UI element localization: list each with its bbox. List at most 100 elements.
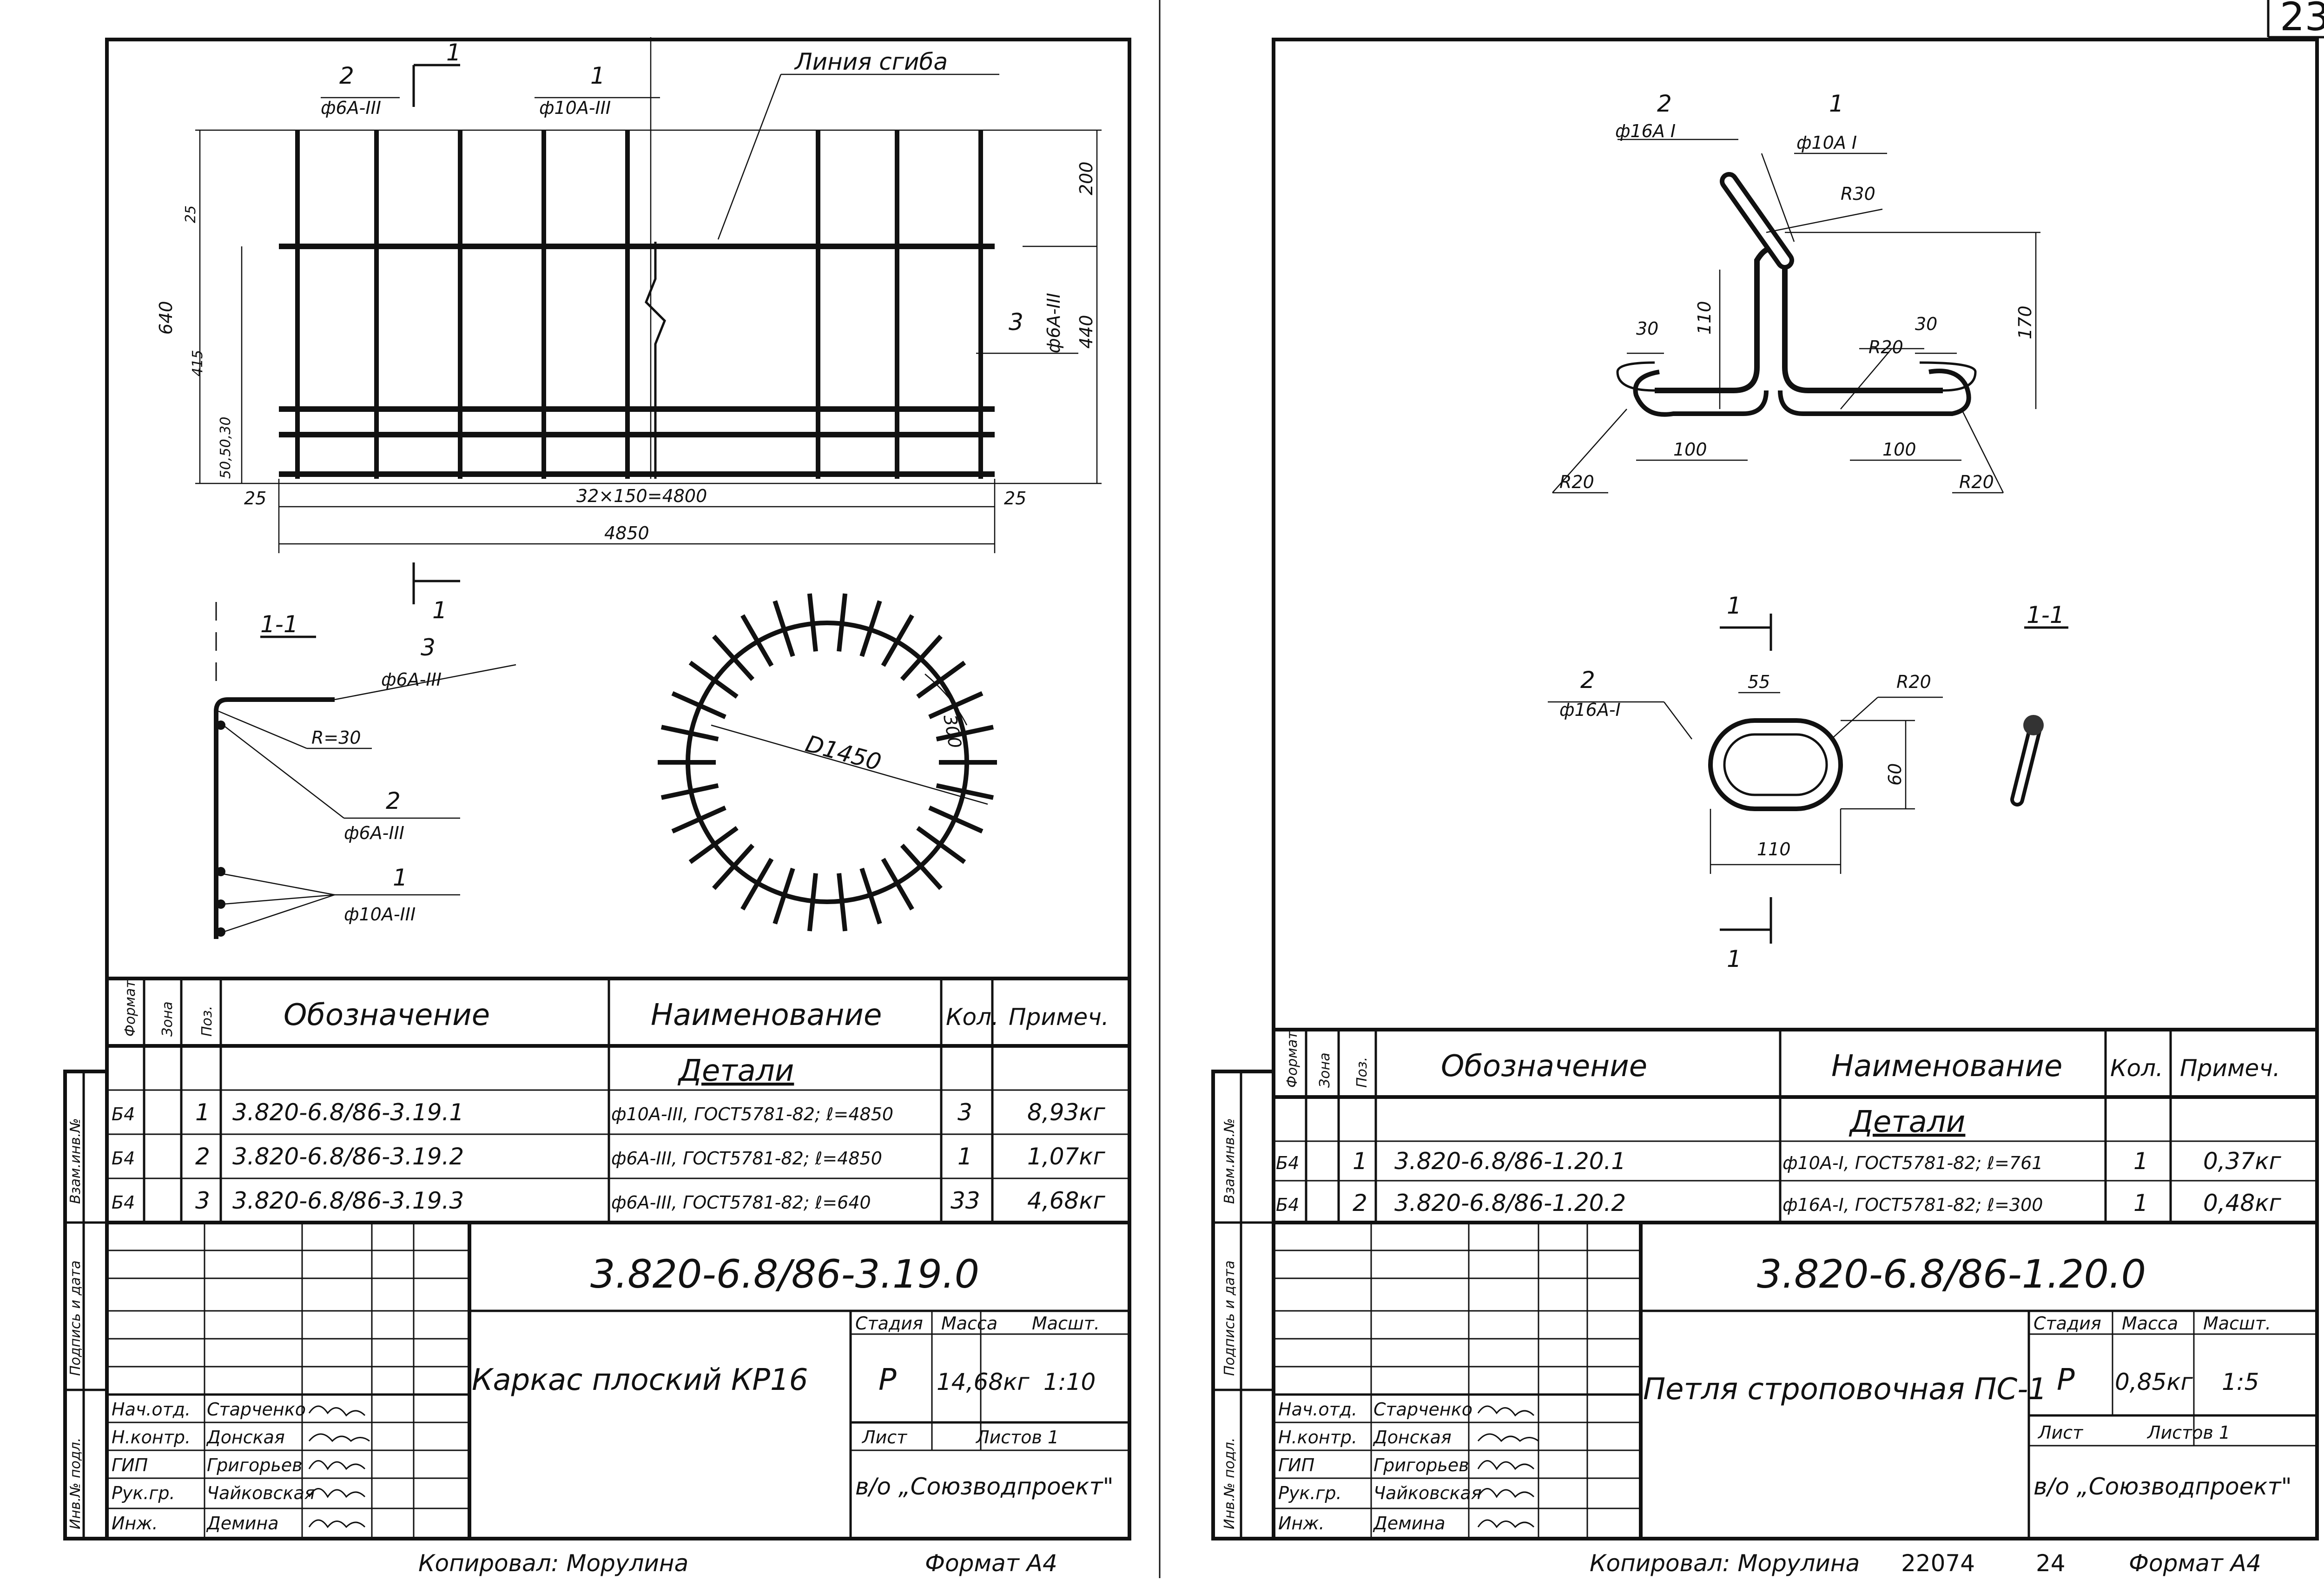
r-staff-role-3: ГИП (1278, 1455, 1314, 1475)
ring-spoke (900, 844, 943, 890)
r-row2-designation: 3.820-6.8/86-1.20.2 (1394, 1190, 1626, 1216)
r-row2-note: 0,48кг (2203, 1190, 2282, 1216)
r-side-label-1: Взам.инв.№ (1221, 1118, 1238, 1204)
row3-designation: 3.820-6.8/86-3.19.3 (232, 1187, 464, 1214)
loop-w100-right: 100 (1882, 439, 1916, 460)
staff-role-1: Нач.отд. (112, 1399, 191, 1420)
callout-pos-3: 3 (1009, 309, 1023, 336)
scale-label: Масшт. (1032, 1313, 1100, 1334)
mass-value: 14,68кг (937, 1368, 1030, 1395)
loop-h170: 170 (2015, 305, 2035, 339)
r-scale-value: 1:5 (2222, 1368, 2259, 1395)
ring-spoke (859, 867, 882, 925)
r-row2-name: ф16А-I, ГОСТ5781-82; ℓ=300 (1783, 1195, 2043, 1215)
dim-25-right: 25 (1004, 488, 1026, 509)
row2-format: Б4 (112, 1148, 135, 1169)
dim-440: 440 (1076, 315, 1096, 349)
ring-callout-spec: ф16А-I (1559, 700, 1621, 720)
staff-name-2: Донская (206, 1427, 285, 1448)
r-hdr-format: Формат (1284, 1031, 1301, 1088)
section-mark-top: 1 (446, 39, 461, 66)
ring-spoke (859, 600, 882, 657)
r-row1-name: ф10А-I, ГОСТ5781-82; ℓ=761 (1783, 1153, 2043, 1173)
right-copied-by: Копировал: Морулина (1590, 1550, 1860, 1577)
row2-note: 1,07кг (1027, 1143, 1106, 1170)
hdr-name: Наименование (651, 998, 882, 1032)
right-section-label: 1-1 (2027, 602, 2065, 628)
staff-name-4: Чайковская (207, 1483, 315, 1503)
ring-w55: 55 (1748, 672, 1770, 692)
left-ring-view: D1450 300 (658, 593, 997, 932)
r-sheets-label: Листов 1 (2146, 1422, 2230, 1443)
ring-detail: 1 1 2 ф16А-I 55 R20 60 110 (1548, 592, 1943, 972)
sheet-label: Лист (861, 1427, 908, 1448)
section-mark-bottom: 1 (432, 597, 447, 624)
loop-r20-mid: R20 (1868, 337, 1903, 357)
left-spec-table: Формат Зона Поз. Обозначение Наименовани… (107, 977, 1129, 1224)
staff-role-2: Н.контр. (112, 1427, 191, 1448)
arc-dim (924, 674, 968, 726)
left-copied-by: Копировал: Морулина (418, 1550, 688, 1577)
r-row1-format: Б4 (1276, 1153, 1299, 1173)
stage-label: Стадия (855, 1313, 923, 1334)
left-title: Каркас плоский КР16 (472, 1363, 808, 1397)
ring-spoke (671, 806, 726, 834)
ring-spokes (658, 593, 997, 932)
dim-step: 32×150=4800 (576, 486, 707, 506)
ring-spoke (772, 600, 795, 657)
loop-elevation: 2 ф16А I 1 ф10А I R30 30 30 110 170 R20 … (1552, 90, 2040, 494)
r-row2-pos: 2 (1353, 1190, 1367, 1216)
row1-pos: 1 (195, 1099, 210, 1126)
r-side-label-3: Инв.№ подл. (1221, 1438, 1238, 1529)
loop-r30: R30 (1841, 184, 1875, 204)
left-sheet: Линия сгиба 2 ф6А-III 1 ф10А-III 3 ф6А-I… (63, 37, 1131, 1577)
left-section-1-1: 1-1 3 ф6А-III R=30 2 ф6А-III 1 ф10А-III (214, 602, 516, 939)
ring-spoke (936, 725, 994, 741)
ring-spoke (671, 691, 726, 719)
r-staff-role-2: Н.контр. (1278, 1427, 1357, 1448)
section-callout-spec-2: ф6А-III (344, 823, 404, 843)
r-staff-name-3: Григорьев (1373, 1455, 1469, 1475)
left-side-stamp: Взам.инв.№ Подпись и дата Инв.№ подл. (63, 1070, 109, 1540)
ring-spoke (916, 826, 966, 864)
ring-spoke (712, 635, 755, 681)
hdr-format: Формат (122, 979, 139, 1037)
loop-callout-spec-2: ф16А I (1615, 121, 1676, 141)
r-mass-label: Масса (2122, 1313, 2178, 1334)
bend-line-leader (717, 74, 782, 240)
r-mass-value: 0,85кг (2115, 1368, 2193, 1395)
right-title-block: 3.820-6.8/86-1.20.0 Петля строповочная П… (1274, 1223, 2317, 1539)
sheet-number: 24 (2036, 1550, 2066, 1577)
loop-w30-right: 30 (1915, 314, 1937, 334)
row3-qty: 33 (951, 1187, 980, 1214)
side-label-2: Подпись и дата (67, 1261, 84, 1376)
section-callout-spec-1: ф10А-III (344, 904, 416, 925)
ring-spoke (928, 691, 984, 719)
row1-designation: 3.820-6.8/86-3.19.1 (232, 1099, 464, 1126)
r-staff-name-4: Чайковская (1373, 1483, 1482, 1503)
r-hdr-qty: Кол. (2110, 1055, 2163, 1082)
r-section-row-details: Детали (1849, 1105, 1965, 1139)
row3-pos: 3 (195, 1187, 210, 1214)
bend-line-label: Линия сгиба (794, 48, 948, 75)
left-cage-plan: Линия сгиба 2 ф6А-III 1 ф10А-III 3 ф6А-I… (156, 37, 1102, 624)
r-hdr-designation: Обозначение (1441, 1049, 1647, 1084)
dim-415: 415 (190, 350, 206, 377)
row2-pos: 2 (195, 1143, 210, 1170)
scale-value: 1:10 (1043, 1368, 1096, 1395)
side-label-1: Взам.инв.№ (67, 1118, 84, 1204)
section-callout-spec-3: ф6А-III (381, 669, 442, 690)
callout-spec-3: ф6А-III (1043, 293, 1064, 353)
dim-small-gaps: 50,50,30 (218, 416, 234, 479)
callout-pos-2: 2 (339, 62, 354, 89)
callout-spec-2: ф6А-III (321, 98, 381, 118)
loop-w100-left: 100 (1673, 439, 1707, 460)
inv-number: 22074 (1901, 1550, 1975, 1577)
ring-spoke (900, 635, 943, 681)
ring-spoke (660, 783, 719, 800)
r-stage-label: Стадия (2034, 1313, 2101, 1334)
r-hdr-name: Наименование (1831, 1049, 2062, 1084)
row1-format: Б4 (112, 1104, 135, 1124)
ring-section-mark-top: 1 (1727, 592, 1742, 619)
right-doc-code: 3.820-6.8/86-1.20.0 (1757, 1251, 2146, 1297)
